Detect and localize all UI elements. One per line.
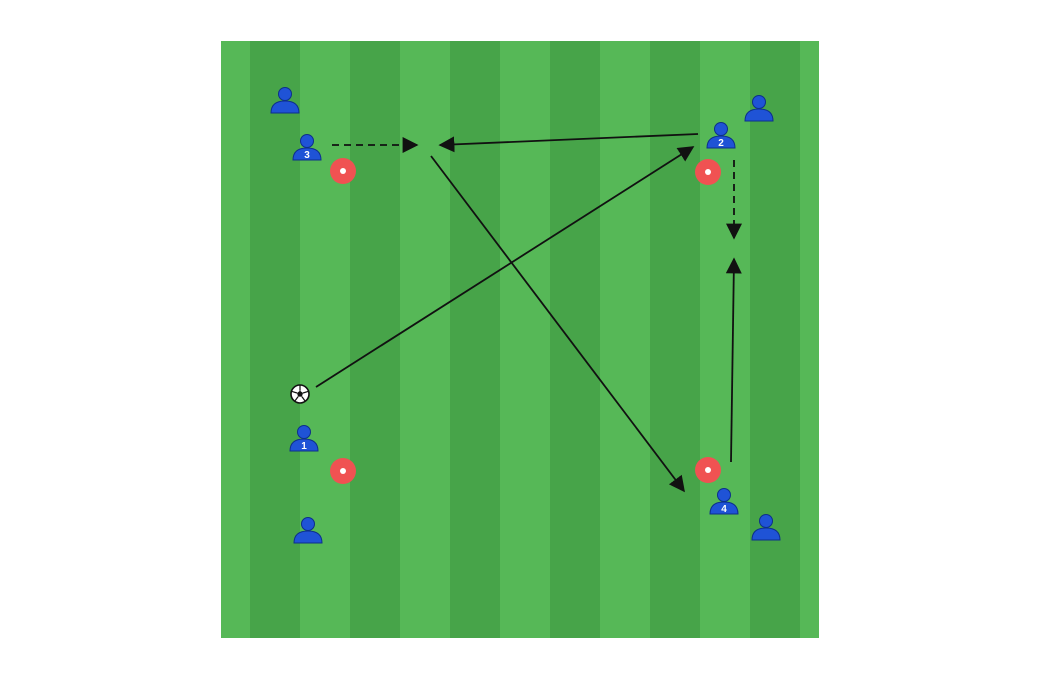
grass-stripe — [650, 41, 700, 638]
player-4: 4 — [709, 488, 739, 515]
cone-icon — [330, 158, 356, 184]
pass-arrow-4-up — [725, 257, 742, 463]
movement-arrows — [315, 133, 742, 493]
cone-icon — [695, 159, 721, 185]
grass-stripe — [750, 41, 800, 638]
field — [221, 41, 819, 638]
player-2: 2 — [706, 122, 736, 149]
player-icon — [270, 87, 300, 114]
player-number: 2 — [718, 138, 724, 149]
player-number: 3 — [304, 150, 310, 161]
player-icon — [293, 517, 323, 544]
cone-icon — [330, 458, 356, 484]
pass-arrow-2-to-space — [438, 133, 699, 153]
player-3: 3 — [292, 134, 322, 161]
grass-stripe — [800, 41, 819, 638]
player-icon — [744, 95, 774, 122]
cones — [330, 158, 721, 484]
grass-stripe — [300, 41, 350, 638]
grass-stripe — [221, 41, 250, 638]
cone-icon — [695, 457, 721, 483]
grass-stripe — [350, 41, 400, 638]
pass-arrow-1-to-2 — [315, 146, 695, 388]
grass-stripes — [221, 41, 819, 638]
grass-stripe — [500, 41, 550, 638]
player-number: 4 — [721, 504, 727, 515]
grass-stripe — [600, 41, 650, 638]
player-1: 1 — [289, 425, 319, 452]
grass-stripe — [450, 41, 500, 638]
player-number: 1 — [301, 441, 307, 452]
grass-stripe — [250, 41, 300, 638]
grass-stripe — [400, 41, 450, 638]
grass-stripe — [550, 41, 600, 638]
player-icon — [751, 514, 781, 541]
pass-arrow-space-to-4 — [430, 155, 685, 493]
soccer-ball-icon — [290, 384, 310, 404]
players: 3 2 1 4 — [270, 87, 781, 544]
